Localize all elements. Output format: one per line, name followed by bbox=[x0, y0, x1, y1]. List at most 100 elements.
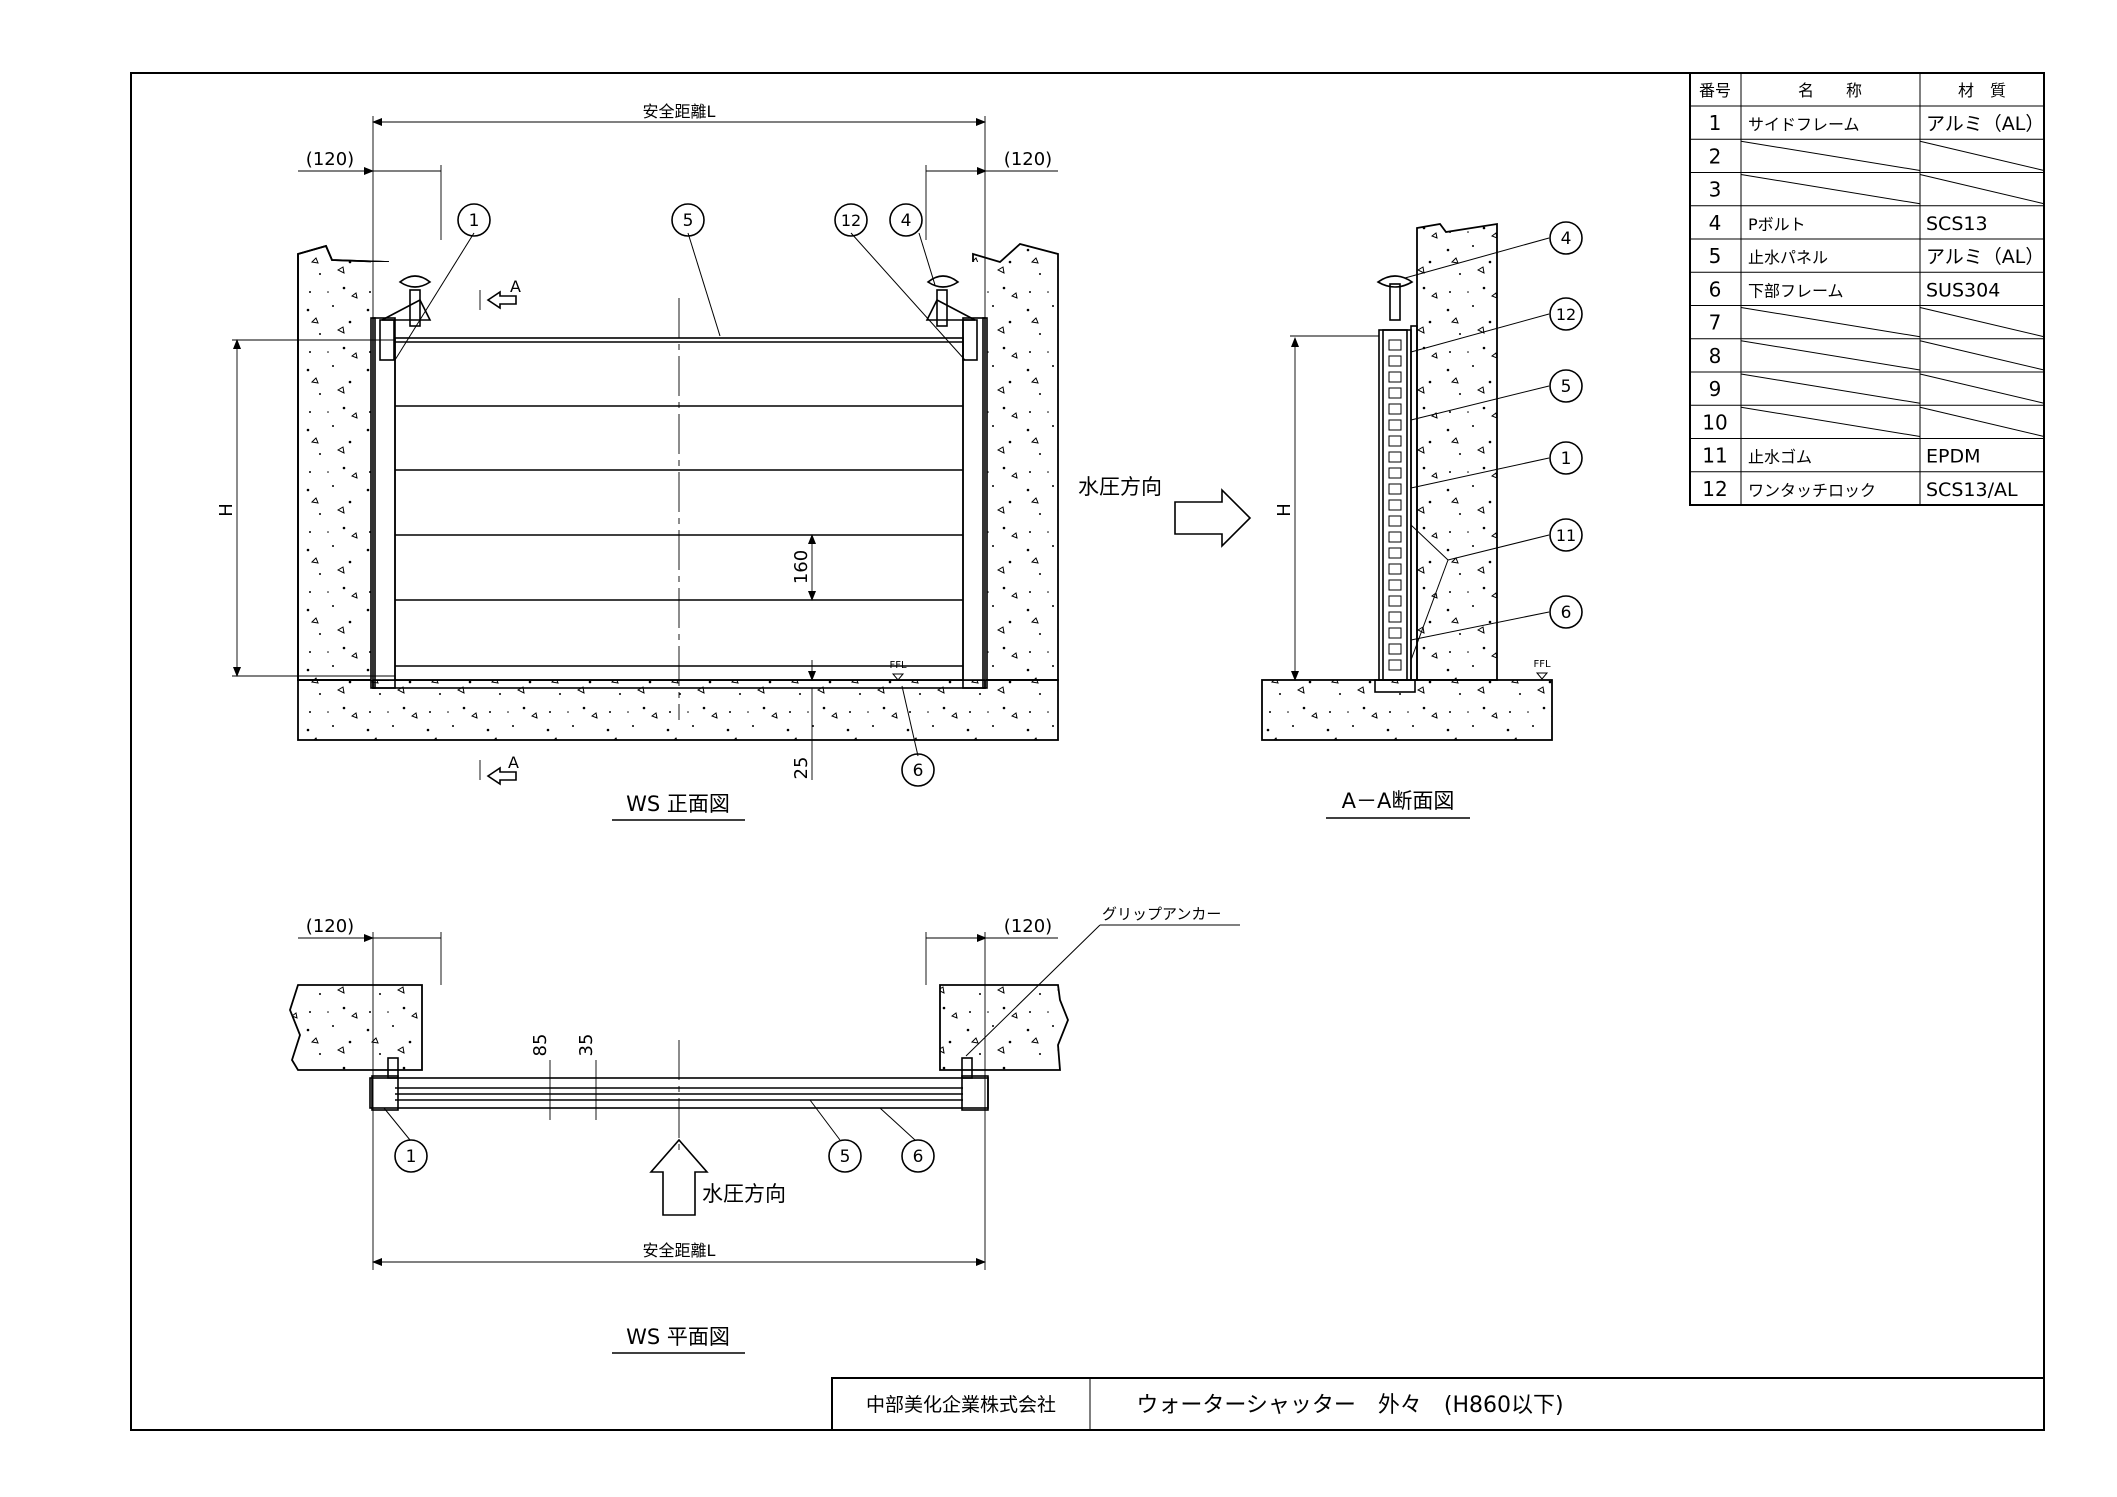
title-block bbox=[831, 1377, 2045, 1431]
pressure-arrow-section bbox=[1174, 488, 1252, 548]
empty-cell-slash bbox=[1740, 140, 1921, 171]
panel-segment bbox=[1388, 451, 1402, 463]
callout-11-section bbox=[1549, 518, 1583, 552]
section-mark-top: A bbox=[510, 277, 521, 296]
panel-segment bbox=[1388, 643, 1402, 655]
front-dim-height: H bbox=[216, 503, 237, 517]
empty-cell-slash bbox=[1740, 340, 1921, 371]
empty-cell-slash bbox=[1740, 373, 1921, 404]
parts-table-name: 下部フレーム bbox=[1748, 281, 1844, 300]
panel-segment bbox=[1388, 387, 1402, 399]
plan-wall-left bbox=[289, 984, 423, 1071]
panel-segment bbox=[1388, 483, 1402, 495]
plan-dim-85: 85 bbox=[530, 1034, 551, 1057]
parts-table-no: 10 bbox=[1702, 410, 1727, 434]
parts-table-material: SCS13 bbox=[1926, 213, 1988, 235]
panel-segment bbox=[1388, 563, 1402, 575]
parts-table-header-name: 名 称 bbox=[1798, 81, 1862, 100]
parts-table-name: Pボルト bbox=[1748, 215, 1806, 234]
panel-segment bbox=[1388, 371, 1402, 383]
callout-4-front bbox=[889, 203, 923, 237]
section-ffl: FFL bbox=[1533, 659, 1551, 670]
parts-table-name: 止水ゴム bbox=[1748, 448, 1812, 467]
parts-table-material: EPDM bbox=[1926, 446, 1981, 468]
front-dim-safety: 安全距離L bbox=[643, 102, 716, 121]
callout-6-front bbox=[901, 753, 935, 787]
callout-5-plan-label: 5 bbox=[840, 1147, 851, 1167]
parts-table-no: 12 bbox=[1702, 477, 1727, 501]
panel-segment bbox=[1388, 611, 1402, 623]
parts-table-no: 11 bbox=[1702, 444, 1727, 468]
plan-view bbox=[289, 924, 1240, 1354]
callout-4-section-label: 4 bbox=[1561, 229, 1572, 249]
callout-1-section-label: 1 bbox=[1561, 449, 1572, 469]
parts-table-no: 3 bbox=[1709, 178, 1722, 202]
callout-12-section bbox=[1549, 297, 1583, 331]
callout-6-front-label: 6 bbox=[913, 761, 924, 781]
panel-segment bbox=[1388, 595, 1402, 607]
section-dim-height: H bbox=[1274, 503, 1295, 517]
panel-segment bbox=[1388, 499, 1402, 511]
parts-table-no: 9 bbox=[1709, 377, 1722, 401]
callout-5-section bbox=[1549, 369, 1583, 403]
callout-5-plan bbox=[828, 1139, 862, 1173]
section-pressure-label: 水圧方向 bbox=[1078, 475, 1162, 499]
callout-11-section-label: 11 bbox=[1556, 526, 1576, 545]
callout-6-plan bbox=[901, 1139, 935, 1173]
panel-segment bbox=[1388, 659, 1402, 671]
panel-segment bbox=[1388, 403, 1402, 415]
pressure-arrow-plan bbox=[649, 1138, 709, 1216]
parts-table-no: 1 bbox=[1709, 111, 1722, 135]
parts-table-material: アルミ（AL） bbox=[1926, 246, 2044, 268]
plan-view-title: WS 平面図 bbox=[626, 1325, 730, 1349]
callout-6-section bbox=[1549, 595, 1583, 629]
parts-table-no: 6 bbox=[1709, 277, 1722, 301]
callout-5-section-label: 5 bbox=[1561, 377, 1572, 397]
empty-cell-slash bbox=[1919, 307, 2045, 338]
parts-table-no: 5 bbox=[1709, 244, 1722, 268]
callout-6-plan-label: 6 bbox=[913, 1147, 924, 1167]
parts-table-material: SUS304 bbox=[1926, 279, 2000, 301]
panel-segment bbox=[1388, 627, 1402, 639]
plan-dim-right: (120) bbox=[1004, 916, 1052, 937]
parts-table-no: 2 bbox=[1709, 144, 1722, 168]
drawing-title: ウォーターシャッター 外々 (H860以下) bbox=[1136, 1393, 1563, 1418]
callout-1-plan-label: 1 bbox=[406, 1147, 417, 1167]
empty-cell-slash bbox=[1919, 373, 2045, 404]
parts-table-name: ワンタッチロック bbox=[1748, 481, 1876, 500]
front-dim-bottom: 25 bbox=[791, 757, 812, 780]
callout-4-front-label: 4 bbox=[901, 211, 912, 231]
callout-1-front bbox=[457, 203, 491, 237]
parts-table-material: アルミ（AL） bbox=[1926, 113, 2044, 135]
section-view bbox=[1174, 221, 1583, 819]
section-view-title: A－A断面図 bbox=[1342, 789, 1455, 813]
panel-segment bbox=[1388, 355, 1402, 367]
parts-table-header-material: 材 質 bbox=[1958, 81, 2006, 100]
parts-table-no: 8 bbox=[1709, 344, 1722, 368]
callout-1-section bbox=[1549, 441, 1583, 475]
panel-segment bbox=[1388, 435, 1402, 447]
callout-5-front-label: 5 bbox=[683, 211, 694, 231]
plan-pressure-label: 水圧方向 bbox=[702, 1182, 786, 1206]
callout-1-front-label: 1 bbox=[469, 211, 480, 231]
panel-segment bbox=[1388, 419, 1402, 431]
plan-anchor-label: グリップアンカー bbox=[1102, 905, 1221, 923]
plan-dim-left: (120) bbox=[306, 916, 354, 937]
callout-4-section bbox=[1549, 221, 1583, 255]
empty-cell-slash bbox=[1919, 140, 2045, 171]
front-view-title: WS 正面図 bbox=[626, 792, 730, 816]
parts-table-material: SCS13/AL bbox=[1926, 479, 2018, 501]
front-view bbox=[232, 116, 1059, 821]
empty-cell-slash bbox=[1740, 174, 1921, 205]
callout-1-plan bbox=[394, 1139, 428, 1173]
panel-segment bbox=[1388, 531, 1402, 543]
front-ffl: FFL bbox=[889, 660, 907, 671]
panel-segment bbox=[1388, 467, 1402, 479]
parts-table-no: 7 bbox=[1709, 311, 1722, 335]
plan-dim-safety: 安全距離L bbox=[643, 1241, 716, 1260]
panel-segment bbox=[1388, 547, 1402, 559]
empty-cell-slash bbox=[1919, 406, 2045, 437]
callout-5-front bbox=[671, 203, 705, 237]
empty-cell-slash bbox=[1740, 406, 1921, 437]
